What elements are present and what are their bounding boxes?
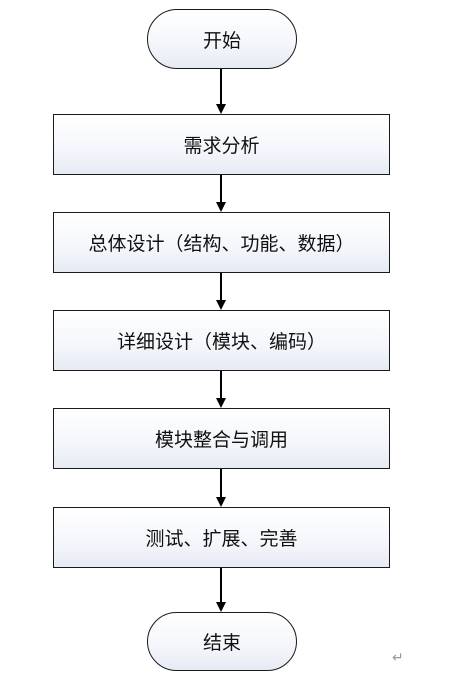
process-step-requirements-analysis: 需求分析 <box>53 114 390 175</box>
step-3-label: 详细设计（模块、编码） <box>116 331 326 353</box>
paragraph-return-mark: ↵ <box>392 650 404 666</box>
process-step-module-integration: 模块整合与调用 <box>53 408 390 469</box>
process-step-testing: 测试、扩展、完善 <box>53 507 390 568</box>
process-step-overall-design: 总体设计（结构、功能、数据） <box>53 212 390 273</box>
step-1-label: 需求分析 <box>183 135 260 157</box>
process-step-detailed-design: 详细设计（模块、编码） <box>53 310 390 371</box>
step-2-label: 总体设计（结构、功能、数据） <box>88 233 355 255</box>
step-5-label: 测试、扩展、完善 <box>145 528 298 550</box>
end-label: 结束 <box>202 632 241 654</box>
start-label: 开始 <box>202 29 241 52</box>
start-terminal: 开始 <box>147 9 297 69</box>
step-4-label: 模块整合与调用 <box>154 429 288 451</box>
end-terminal: 结束 <box>147 612 297 671</box>
